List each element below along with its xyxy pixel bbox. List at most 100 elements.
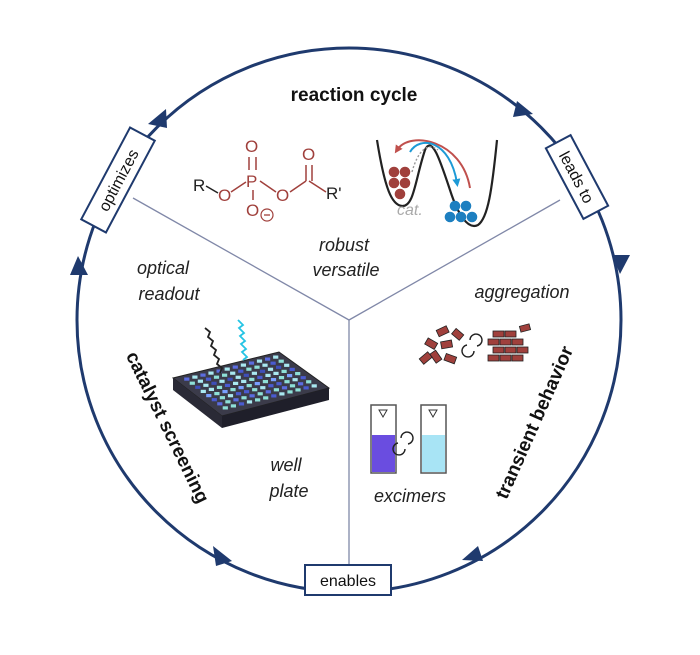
equilibrium-icon-2 [392,431,414,456]
well [289,384,296,388]
chem-p: P [246,172,257,191]
well [184,377,190,381]
well [263,396,269,400]
enables-box: enables [304,564,392,596]
plate-label: plate [268,481,308,501]
well [276,382,282,386]
well [262,363,268,367]
ring-arrow-top-left [148,109,167,128]
well [243,373,249,377]
chem-o-left: O [218,186,231,205]
well [205,377,212,381]
well [235,375,241,379]
well [203,383,209,387]
equilibrium-icon [461,333,483,358]
well [287,374,293,378]
well [249,394,255,398]
cuvette-cyan [420,404,447,474]
wavy-cyan-line [237,319,249,361]
cat-label: cat. [397,202,423,219]
ring-arrow-left [70,256,88,275]
aggregate-stacked-icon [487,323,532,362]
well [214,392,220,396]
well [284,380,290,384]
blue-ball [455,211,467,223]
well [224,367,230,371]
well [232,365,238,369]
well [287,390,293,394]
well [213,375,220,379]
well [227,377,233,381]
red-ball [388,177,400,189]
well [219,396,225,400]
title-transient-behavior: transient behavior [492,343,578,503]
excimers-label: excimers [374,486,446,506]
chem-o-top-left: O [245,137,258,156]
well [278,359,284,363]
well [192,375,198,379]
well [295,388,301,392]
well-grid [184,355,317,410]
aggregate-scattered-icon [418,325,465,365]
well [267,367,274,371]
well [248,361,255,365]
well [238,369,244,373]
well [222,373,228,377]
well [257,375,263,379]
well [208,371,214,375]
well [197,379,203,383]
well [233,398,239,402]
ring-arrow-bottom-right [462,546,483,561]
well [281,386,288,390]
well [230,388,236,392]
well [224,383,231,387]
well [262,380,268,384]
well [241,379,247,383]
well [230,371,236,375]
well [244,390,250,394]
well [278,376,285,380]
well [281,369,287,373]
well-label: well [270,455,302,475]
energy-landscape: cat. [375,139,499,228]
well [254,382,260,386]
chem-r-prime: R' [326,184,342,203]
well [222,390,228,394]
well [273,371,279,375]
well [238,402,245,406]
title-reaction-cycle: reaction cycle [291,85,418,106]
blue-ball [444,211,456,223]
red-arrow [394,139,471,189]
well [311,384,317,388]
well [200,373,206,377]
well [233,381,239,385]
well [265,357,271,361]
chem-r: R [193,176,205,195]
chem-o-bridge: O [276,186,289,205]
well [276,365,282,369]
well [306,380,312,384]
wavy-black-line [204,327,224,374]
well [208,387,214,391]
well [252,388,258,392]
well [292,378,298,382]
well [273,388,279,392]
well [227,394,234,398]
well [222,406,228,410]
well [298,382,304,386]
minus-charge-icon [260,208,274,222]
cuvette-purple [370,404,397,474]
optical-label: optical [137,258,190,278]
red-ball [388,166,400,178]
leads-to-box: leads to [544,133,610,221]
well [211,381,217,385]
chem-o-top-right: O [302,145,315,164]
well [251,371,257,375]
well [246,367,252,371]
well [303,386,309,390]
red-ball [399,166,411,178]
ring-arrow-right [612,255,630,274]
aggregation-label: aggregation [474,282,569,302]
red-ball [394,188,406,200]
well [260,386,266,390]
